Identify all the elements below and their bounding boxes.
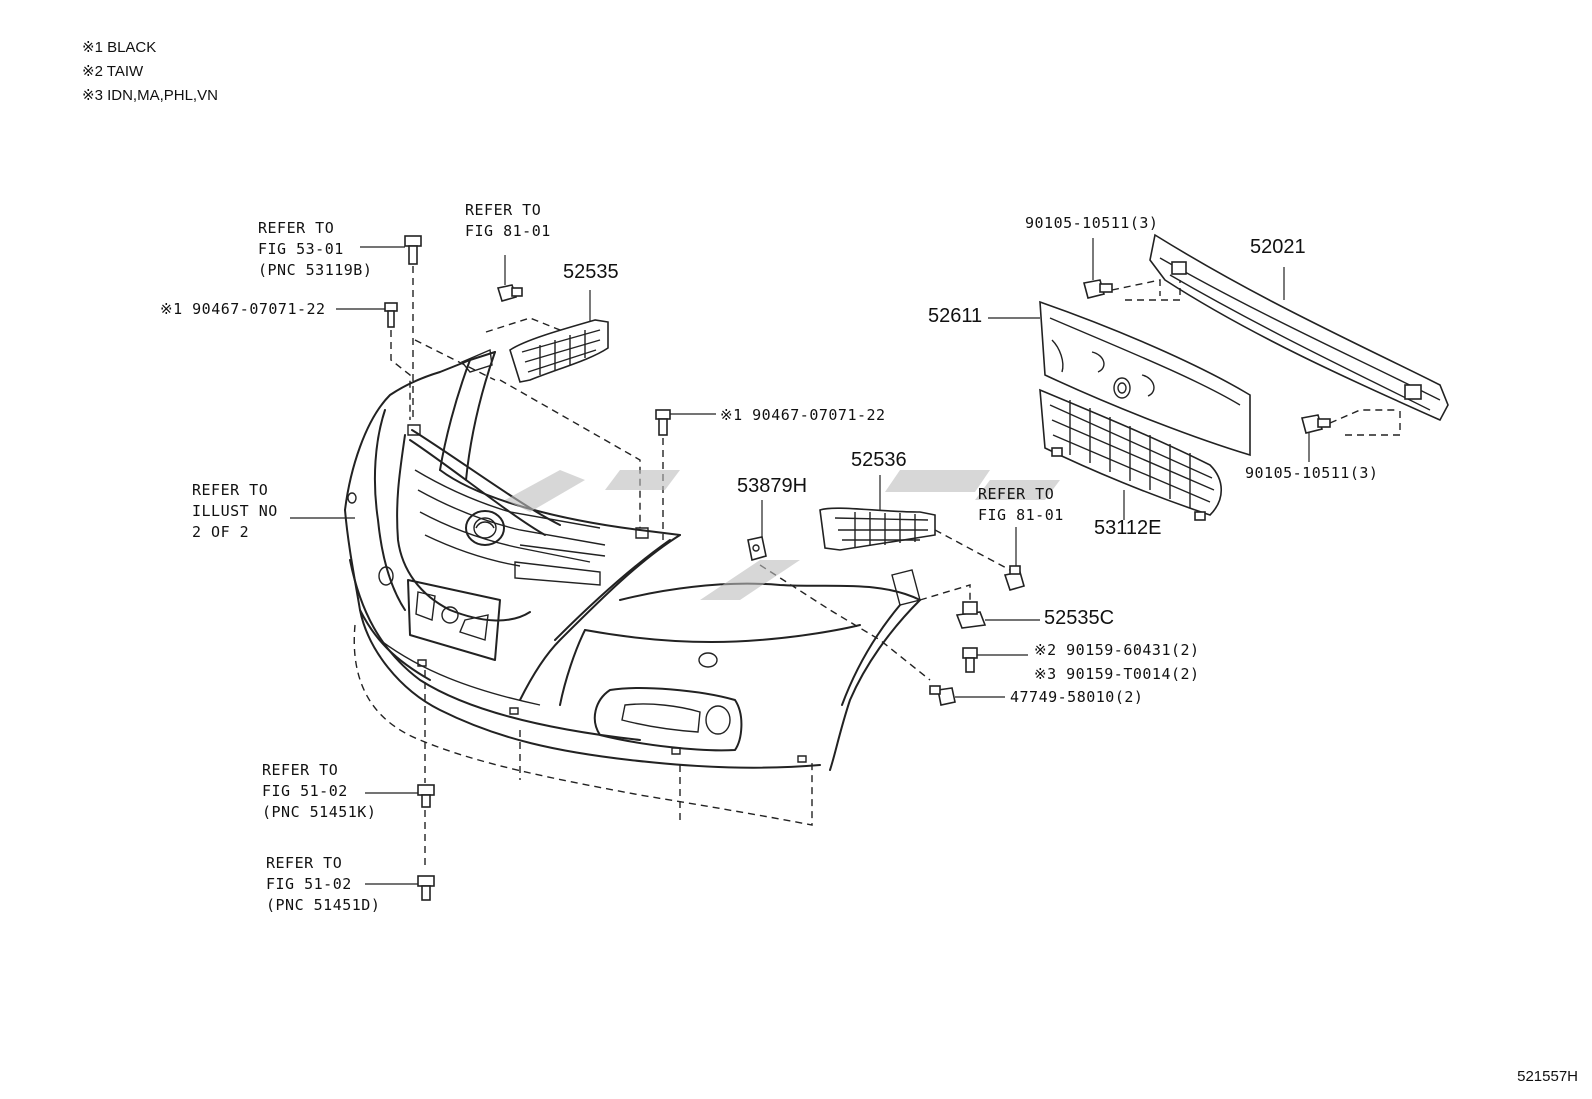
label-part-53112e: 53112E: [1094, 517, 1162, 539]
note-2: ※2 TAIW: [82, 63, 144, 80]
reinforcement-52021: [1149, 233, 1449, 422]
bolt-90105-top: [1083, 279, 1113, 299]
label-refer-fig-51-02-k: REFER TO FIG 51-02 (PNC 51451K): [262, 761, 377, 821]
label-part-52021: 52021: [1250, 236, 1306, 258]
label-refer-fig-81-01-top: REFER TO FIG 81-01: [465, 201, 551, 240]
clip-47749: [929, 685, 956, 706]
lower-dashed-outline: [353, 624, 813, 826]
clip-90467-mid: [655, 409, 671, 436]
absorber-52611: [1039, 300, 1251, 457]
label-refer-illust: REFER TO ILLUST NO 2 OF 2: [192, 481, 278, 541]
clip-51451k: [417, 784, 435, 808]
label-part-52611: 52611: [928, 305, 983, 327]
clip-53879h: [747, 536, 767, 562]
label-part-53879h: 53879H: [737, 475, 808, 497]
bolt-90105-right: [1301, 414, 1331, 434]
bracket-52536: [819, 507, 936, 551]
label-part-90159-t0014: ※3 90159-T0014(2): [1034, 665, 1200, 683]
watermark-shapes: [505, 470, 1060, 600]
screw-90159: [962, 647, 978, 673]
label-part-90467-left: ※1 90467-07071-22: [160, 300, 326, 318]
label-part-52535: 52535: [563, 261, 619, 283]
note-1: ※1 BLACK: [82, 39, 157, 56]
label-refer-fig-53-01: REFER TO FIG 53-01 (PNC 53119B): [258, 219, 373, 279]
clip-53119b: [404, 235, 422, 265]
clip-51451d: [417, 875, 435, 901]
grille-53112e: [1039, 388, 1223, 521]
label-part-90105-top: 90105-10511(3): [1025, 214, 1159, 232]
label-part-52535c: 52535C: [1044, 607, 1115, 629]
label-part-90467-mid: ※1 90467-07071-22: [720, 406, 886, 424]
nut-52535c: [955, 601, 987, 629]
label-refer-fig-51-02-d: REFER TO FIG 51-02 (PNC 51451D): [266, 854, 381, 914]
label-part-47749-58010: 47749-58010(2): [1010, 688, 1144, 706]
bracket-52535: [509, 319, 609, 383]
note-3: ※3 IDN,MA,PHL,VN: [82, 87, 218, 104]
label-part-90105-right: 90105-10511(3): [1245, 464, 1379, 482]
figure-id: 521557H: [1517, 1068, 1578, 1085]
label-refer-fig-81-01-right: REFER TO FIG 81-01: [978, 485, 1064, 524]
bolt-81-01-top: [496, 284, 523, 302]
clip-90467-left: [384, 302, 398, 328]
label-part-90159-60431: ※2 90159-60431(2): [1034, 641, 1200, 659]
label-part-52536: 52536: [851, 449, 907, 471]
bolt-81-01-right: [1003, 565, 1025, 591]
